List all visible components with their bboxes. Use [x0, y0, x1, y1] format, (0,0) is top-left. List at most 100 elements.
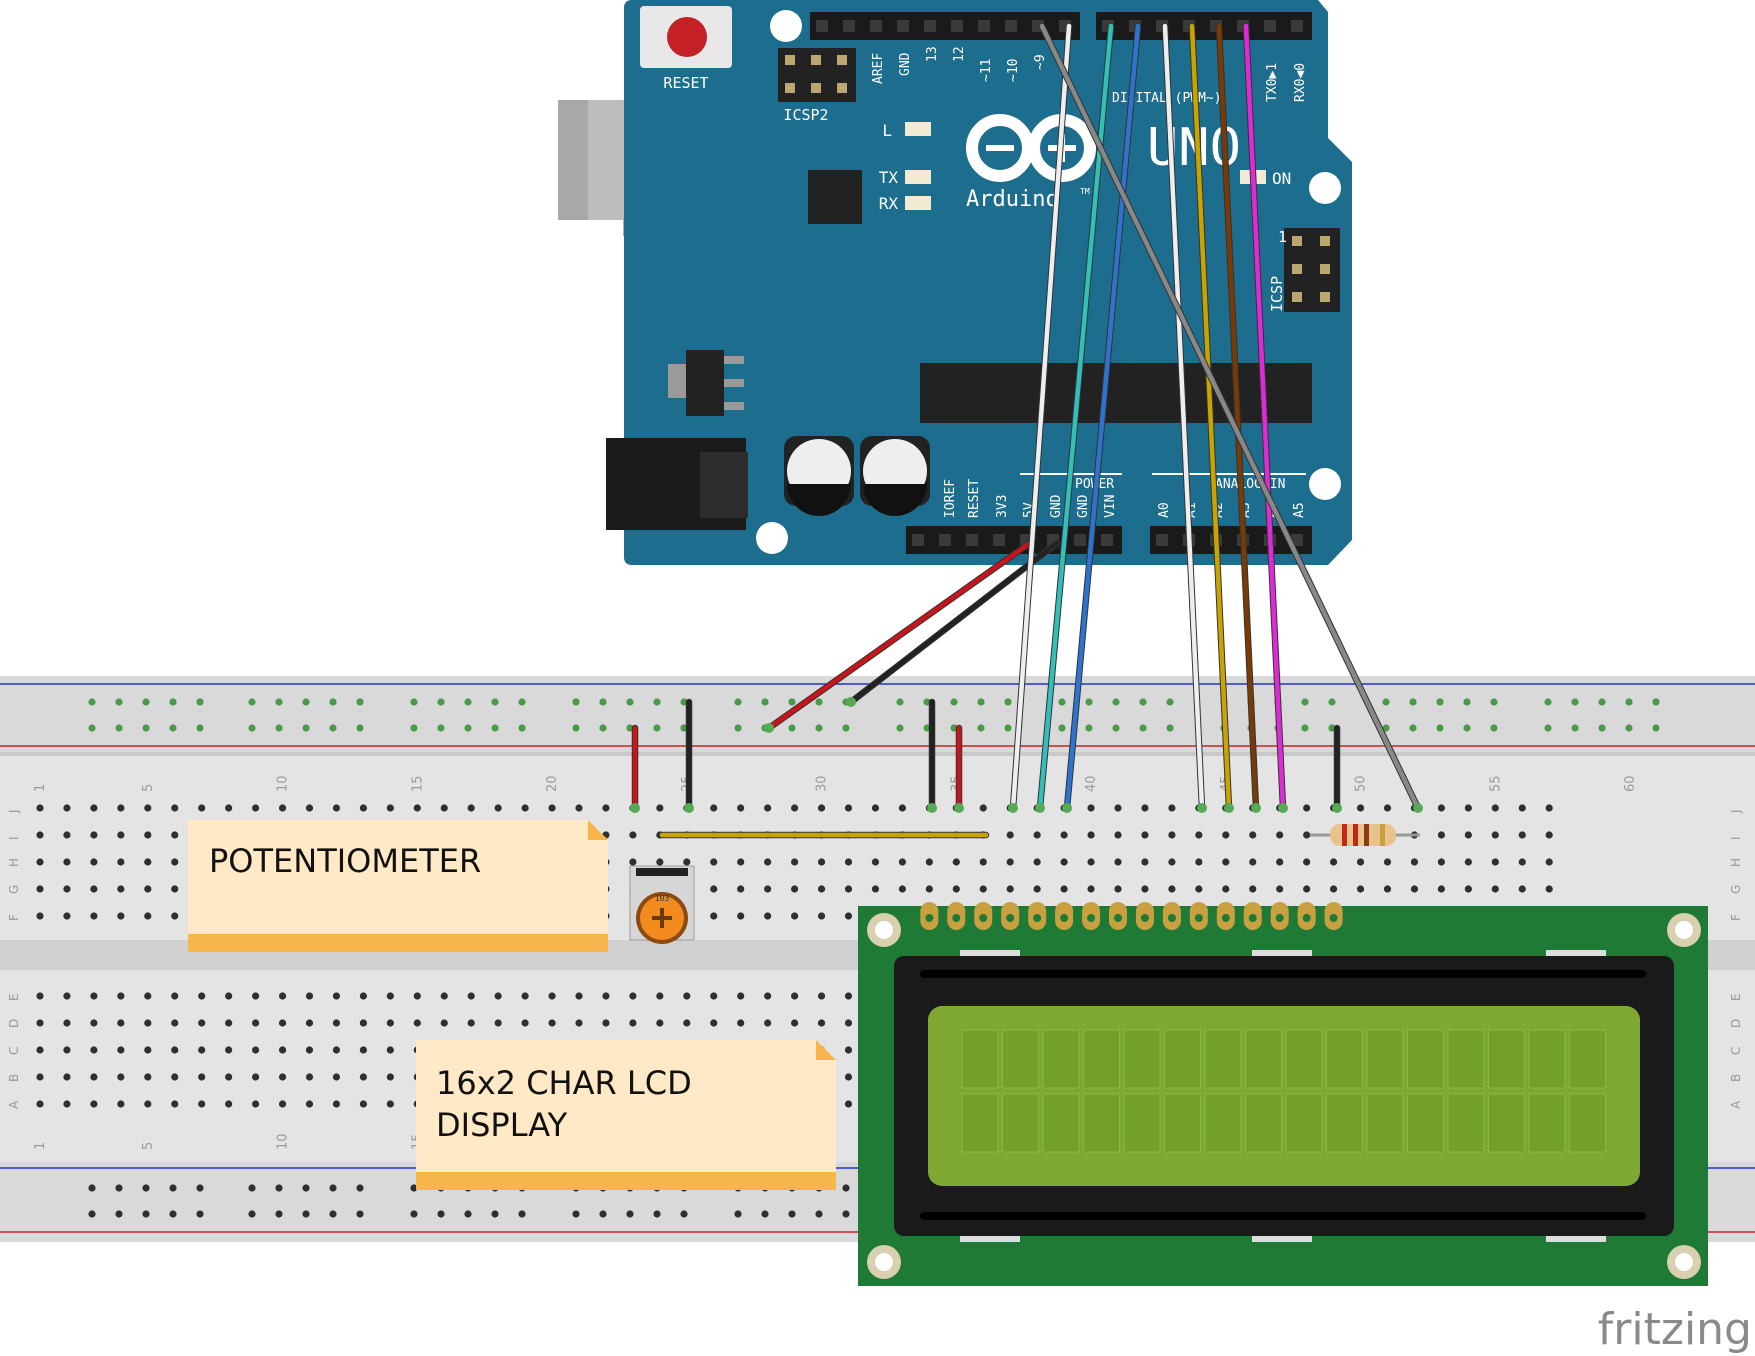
rail-hole: [1112, 724, 1120, 732]
breadboard-hole: [575, 804, 583, 812]
rail-hole: [142, 1210, 150, 1218]
mounting-hole: [770, 10, 802, 42]
breadboard-hole: [1060, 831, 1068, 839]
breadboard-hole: [521, 992, 529, 1000]
regulator-lead: [724, 356, 744, 364]
mounting-hole: [1309, 172, 1341, 204]
rail-hole: [248, 1210, 256, 1218]
breadboard-hole: [1168, 858, 1176, 866]
breadboard-hole: [305, 992, 314, 1000]
rail-hole: [626, 1210, 634, 1218]
rail-hole: [599, 698, 607, 706]
rail-hole: [1436, 724, 1444, 732]
breadboard-hole: [63, 1100, 71, 1108]
breadboard-hole: [1545, 831, 1553, 839]
breadboard-hole: [359, 1073, 367, 1081]
breadboard-hole: [844, 1100, 853, 1108]
row-letter: H: [1729, 858, 1743, 867]
power-pin-label: 3V3: [995, 495, 1010, 518]
breadboard-hole: [332, 1019, 341, 1027]
breadboard-hole: [871, 804, 880, 812]
breadboard-hole: [144, 1046, 152, 1054]
breadboard-hole: [90, 831, 98, 839]
header-pin: [811, 83, 821, 93]
breadboard-hole: [467, 804, 475, 812]
wire-black-jumper-end: [684, 803, 694, 813]
breadboard-hole: [494, 1019, 502, 1027]
row-letter: G: [1729, 885, 1743, 894]
breadboard-hole: [548, 992, 556, 1000]
lcd-tab: [1252, 1236, 1312, 1242]
header-pin: [1320, 292, 1330, 302]
breadboard-hole: [386, 1100, 394, 1108]
column-number: 10: [276, 1133, 291, 1150]
rail-hole: [1652, 698, 1660, 706]
rail-hole: [653, 724, 661, 732]
breadboard-hole: [1330, 858, 1338, 866]
breadboard-hole: [63, 1073, 71, 1081]
lcd-pin-hole: [1329, 914, 1338, 922]
breadboard-hole: [252, 1046, 260, 1054]
breadboard-hole: [144, 831, 152, 839]
lcd-character-cell: [1123, 1093, 1161, 1153]
logo-minus: [986, 145, 1014, 151]
rail-hole: [680, 1210, 688, 1218]
breadboard-hole: [1006, 858, 1014, 866]
rail-hole: [464, 724, 472, 732]
column-number: 30: [815, 775, 830, 792]
breadboard-hole: [305, 1019, 314, 1027]
rail-hole: [788, 724, 796, 732]
breadboard-hole: [198, 1073, 206, 1081]
rail-hole: [1625, 724, 1633, 732]
breadboard-hole: [36, 858, 44, 866]
rail-hole: [599, 724, 607, 732]
header-socket: [978, 20, 990, 32]
breadboard-hole: [575, 992, 583, 1000]
breadboard-hole: [90, 992, 98, 1000]
breadboard-hole: [252, 804, 260, 812]
rail-hole: [464, 1210, 472, 1218]
breadboard-hole: [359, 1019, 367, 1027]
breadboard-hole: [171, 831, 179, 839]
breadboard-hole: [36, 1100, 44, 1108]
rail-hole: [1382, 724, 1390, 732]
lcd-character-cell: [1042, 1029, 1080, 1089]
rail-hole: [302, 1184, 310, 1192]
breadboard-hole: [844, 804, 853, 812]
breadboard-hole: [305, 804, 314, 812]
breadboard-hole: [898, 885, 907, 893]
breadboard-hole: [1464, 804, 1472, 812]
rail-hole: [788, 1210, 796, 1218]
rail-hole: [275, 1210, 283, 1218]
power-pin-label: IOREF: [943, 479, 958, 518]
lcd-tab: [1546, 950, 1606, 956]
breadboard-hole: [602, 1019, 610, 1027]
breadboard-hole: [737, 885, 745, 893]
icsp2-header: [778, 48, 856, 102]
row-letter: A: [7, 1100, 21, 1109]
breadboard-hole: [710, 804, 718, 812]
breadboard-hole: [386, 804, 394, 812]
rail-hole: [115, 1210, 123, 1218]
breadboard-hole: [844, 1019, 853, 1027]
column-number: 60: [1623, 775, 1638, 792]
mounting-hole: [1309, 468, 1341, 500]
row-letter: G: [7, 885, 21, 894]
rail-hole: [761, 1210, 769, 1218]
breadboard-hole: [494, 804, 502, 812]
breadboard-hole: [1303, 858, 1311, 866]
lcd-pin-hole: [1302, 914, 1311, 922]
header-socket: [912, 534, 924, 546]
reset-button-cap: [667, 17, 707, 57]
rail-hole: [1652, 724, 1660, 732]
breadboard-hole: [198, 804, 206, 812]
breadboard-hole: [710, 912, 718, 920]
rail-hole: [1166, 724, 1174, 732]
breadboard-hole: [844, 1073, 853, 1081]
breadboard-hole: [144, 1019, 152, 1027]
breadboard-hole: [171, 804, 179, 812]
breadboard-hole: [844, 992, 853, 1000]
lcd-tab: [960, 1236, 1020, 1242]
pot-top-bar: [636, 868, 688, 876]
rail-hole: [196, 724, 204, 732]
